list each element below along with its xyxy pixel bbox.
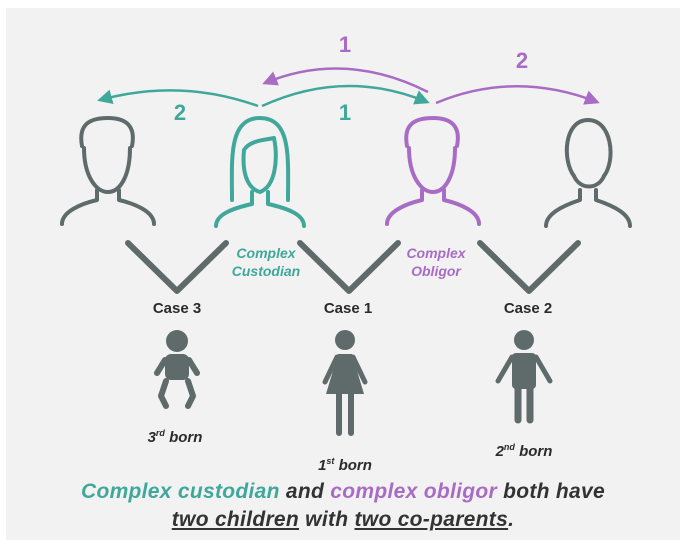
- arrow-label-middle: 1: [338, 100, 352, 125]
- summary-two-coparents: two co-parents: [354, 508, 509, 531]
- arrow-custodian-to-obligor: [261, 84, 430, 108]
- custodian-label-line2: Custodian: [231, 263, 301, 279]
- summary-caption: Complex custodian and complex obligor bo…: [0, 478, 686, 534]
- case2-chevron: [477, 240, 581, 294]
- first-born-label: 1st born: [318, 456, 372, 474]
- first-born-ordinal: 1: [318, 457, 327, 474]
- third-born-label: 3rd born: [148, 428, 203, 446]
- girl-icon: [322, 330, 368, 436]
- arrow-custodian-to-case3-parent: [97, 89, 259, 108]
- third-born-ordinal: 3: [147, 429, 156, 446]
- second-born-label: 2nd born: [496, 442, 553, 460]
- summary-both-have: both have: [496, 480, 605, 503]
- man-icon: [60, 116, 156, 226]
- baby-icon: [154, 330, 200, 409]
- case3-chevron: [125, 240, 229, 294]
- arrow-label-top: 1: [338, 32, 352, 57]
- woman-icon: [544, 118, 632, 228]
- obligor-man-icon: [385, 116, 481, 226]
- custodian-label: Complex Custodian: [232, 244, 300, 280]
- summary-and: and: [279, 480, 331, 503]
- custodian-label-line1: Complex: [236, 245, 296, 261]
- case3-label: Case 3: [152, 300, 202, 317]
- third-born-word: born: [169, 429, 203, 446]
- third-born-suffix: rd: [155, 428, 165, 438]
- second-born-word: born: [519, 443, 553, 460]
- obligor-label-line1: Complex: [406, 245, 466, 261]
- first-born-word: born: [338, 457, 372, 474]
- case1-label: Case 1: [323, 300, 373, 317]
- boy-icon: [495, 330, 553, 424]
- arrow-obligor-to-custodian: [262, 67, 429, 94]
- arrow-obligor-to-case2-parent: [435, 85, 600, 105]
- arrow-label-right: 2: [515, 48, 529, 73]
- case2-label: Case 2: [503, 300, 553, 317]
- obligor-label-line2: Obligor: [411, 263, 461, 279]
- second-born-suffix: nd: [503, 442, 515, 452]
- summary-period: .: [508, 508, 515, 531]
- summary-line1: Complex custodian and complex obligor bo…: [0, 478, 686, 506]
- summary-with: with: [299, 508, 355, 531]
- custodian-woman-icon: [214, 116, 306, 228]
- case1-chevron: [297, 240, 401, 294]
- summary-line2: two children with two co-parents.: [0, 506, 686, 534]
- first-born-suffix: st: [326, 456, 335, 466]
- arrow-label-left: 2: [173, 100, 187, 125]
- obligor-label: Complex Obligor: [406, 244, 465, 280]
- summary-two-children: two children: [171, 508, 300, 531]
- second-born-ordinal: 2: [495, 443, 504, 460]
- summary-obligor: complex obligor: [330, 480, 497, 503]
- summary-custodian: Complex custodian: [80, 480, 280, 503]
